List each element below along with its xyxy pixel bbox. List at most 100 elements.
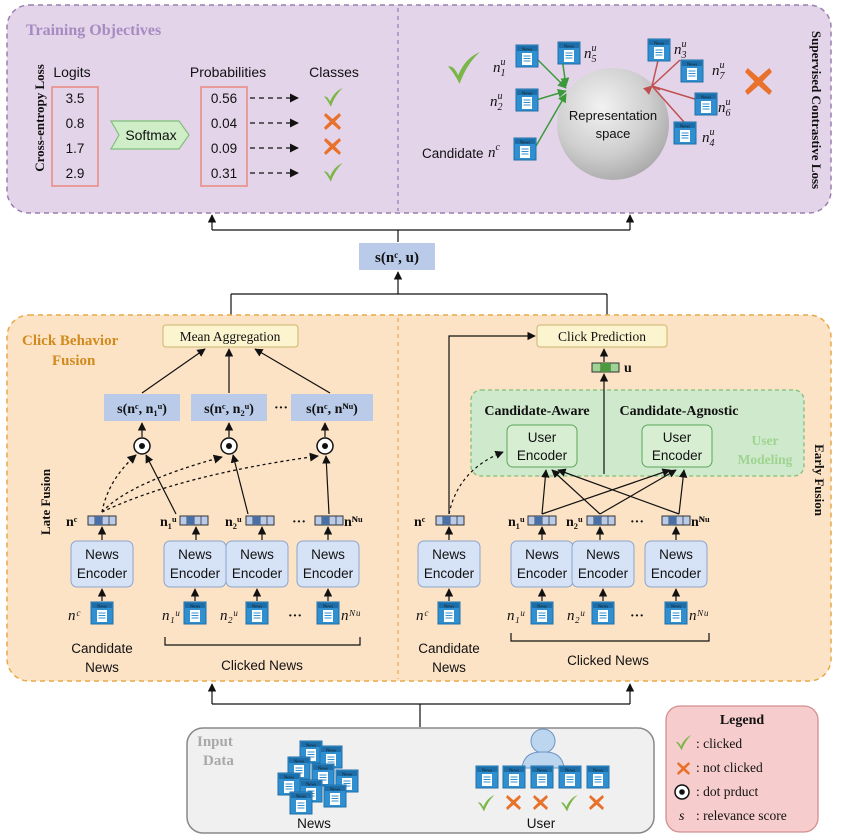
input-data-panel: Input Data News User <box>186 727 655 834</box>
news-icon-n1-late <box>183 601 207 625</box>
news-encoders-late <box>70 540 360 588</box>
late-fusion-label: Late Fusion <box>38 468 53 535</box>
news-encoder-label: Encoder <box>170 566 221 581</box>
user-modeling-line1: User <box>752 433 779 448</box>
news-icon-n1-early <box>530 601 554 625</box>
encoder-to-vec-arrows-early <box>444 526 681 540</box>
clicked-solid-arrows <box>145 454 331 515</box>
news-encoder-label: News <box>432 547 466 562</box>
legend-panel: Legend : clicked : not clicked : dot prd… <box>665 705 819 833</box>
user-label: User <box>527 816 556 831</box>
input-label-nN-late: nᴺᵘ <box>341 608 360 624</box>
probability-value: 0.56 <box>211 91 237 106</box>
legend-not-clicked: : not clicked <box>696 760 763 775</box>
probability-value: 0.04 <box>211 116 238 131</box>
news-icon-n2-early <box>591 601 615 625</box>
logits-box <box>51 86 99 187</box>
news-encoder-label: Encoder <box>517 566 568 581</box>
input-label-nN-early: nᴺᵘ <box>689 608 708 624</box>
rep-label-n2: n2u <box>490 91 503 113</box>
probabilities-header: Probabilities <box>190 64 266 80</box>
rep-label-n6: n6u <box>718 97 731 119</box>
clicked-news-early: Clicked News <box>567 653 649 668</box>
news-encoder-label: News <box>311 547 345 562</box>
input-to-encoder-arrows-early <box>444 588 681 601</box>
rep-label-n5: n5u <box>584 43 597 65</box>
rep-space-line1: Representation <box>569 108 657 123</box>
dot-product-nodes <box>133 437 334 455</box>
candidate-agnostic-label: Candidate-Agnostic <box>619 404 738 419</box>
scl-loss-label: Supervised Contrastive Loss <box>809 31 824 189</box>
user-encoder-aware-box <box>506 424 578 468</box>
input-label-n2-early: n₂ᵘ <box>567 608 585 624</box>
softmax-label: Softmax <box>125 127 176 143</box>
rep-space-line2: space <box>596 126 631 141</box>
input-title-line1: Input <box>197 734 233 750</box>
news-icon-n3 <box>647 38 671 62</box>
probabilities-box <box>200 86 248 187</box>
news-encoder-label: Encoder <box>303 566 354 581</box>
news-encoder-label: News <box>586 547 620 562</box>
news-encoder-label: Encoder <box>232 566 283 581</box>
logit-value: 1.7 <box>66 141 85 156</box>
candidate-news-late-1: Candidate <box>71 641 133 656</box>
news-pile-label: News <box>297 816 331 831</box>
probability-value: 0.09 <box>211 141 237 156</box>
legend-s-symbol: s <box>679 809 685 824</box>
rep-label-n1: n1u <box>493 57 506 79</box>
encoder-to-vec-arrows-late <box>97 526 333 540</box>
score-dots: ··· <box>274 401 288 416</box>
user-modeling-line2: Modeling <box>738 452 793 467</box>
news-encoder-label: Encoder <box>77 566 128 581</box>
classes-header: Classes <box>309 64 359 80</box>
vec-label-nN-late: nᴺᵘ <box>344 515 363 530</box>
news-icon-n5 <box>557 41 581 65</box>
input-to-encoder-arrows-late <box>97 588 333 601</box>
vec-n1-late <box>179 515 209 526</box>
score-box-n <box>291 394 373 421</box>
vec-label-nN-early: nᴺᵘ <box>691 515 710 530</box>
news-encoder-label: News <box>240 547 274 562</box>
input-dots-early: ··· <box>630 609 644 624</box>
input-label-nc-early: nᶜ <box>416 608 429 624</box>
legend-relevance: : relevance score <box>696 808 787 823</box>
news-encoders-early <box>417 540 708 588</box>
logit-value: 0.8 <box>66 116 85 131</box>
candidate-news-late-2: News <box>85 660 119 675</box>
candidate-news-early-2: News <box>432 660 466 675</box>
score-label-n: s(nᶜ, nᴺᵘ) <box>306 402 358 417</box>
logit-value: 3.5 <box>66 91 85 106</box>
vec-label-n1-late: n₁ᵘ <box>160 515 177 530</box>
legend-title: Legend <box>720 713 765 728</box>
user-encoder-aware-l1: User <box>528 430 557 445</box>
vec-n2-early <box>586 515 616 526</box>
news-icon-n4 <box>673 121 697 145</box>
news-icon-nN-early <box>664 601 688 625</box>
vec-label-n2-early: n₂ᵘ <box>566 515 583 530</box>
news-encoder-label: News <box>85 547 119 562</box>
user-encoder-agnostic-box <box>641 424 713 468</box>
input-dots-late: ··· <box>288 609 302 624</box>
score-box-1 <box>104 394 180 421</box>
dot-to-score-arrows <box>137 422 330 437</box>
vec-nN-early <box>661 515 691 526</box>
score-box <box>359 243 435 270</box>
user-history-icons <box>475 765 610 789</box>
clicked-brace-late <box>164 637 361 646</box>
candidate-label-top: Candidate <box>422 146 484 161</box>
early-fusion-label: Early Fusion <box>812 444 827 517</box>
input-label-n1-late: n₁ᵘ <box>162 608 180 624</box>
mean-aggregation-label: Mean Aggregation <box>180 329 281 344</box>
news-icon-n2-late <box>245 601 269 625</box>
mean-aggregation-box <box>162 324 299 348</box>
vec-label-n1-early: n₁ᵘ <box>508 515 525 530</box>
user-vector <box>591 362 620 373</box>
input-to-fusion-arrows <box>207 683 635 727</box>
vec-nN-late <box>314 515 344 526</box>
rep-label-n4: n4u <box>702 127 715 149</box>
news-icon-n1 <box>515 44 539 68</box>
fusion-title-line1: Click Behavior <box>22 333 119 349</box>
click-prediction-label: Click Prediction <box>558 329 646 344</box>
legend-clicked: : clicked <box>696 736 742 751</box>
